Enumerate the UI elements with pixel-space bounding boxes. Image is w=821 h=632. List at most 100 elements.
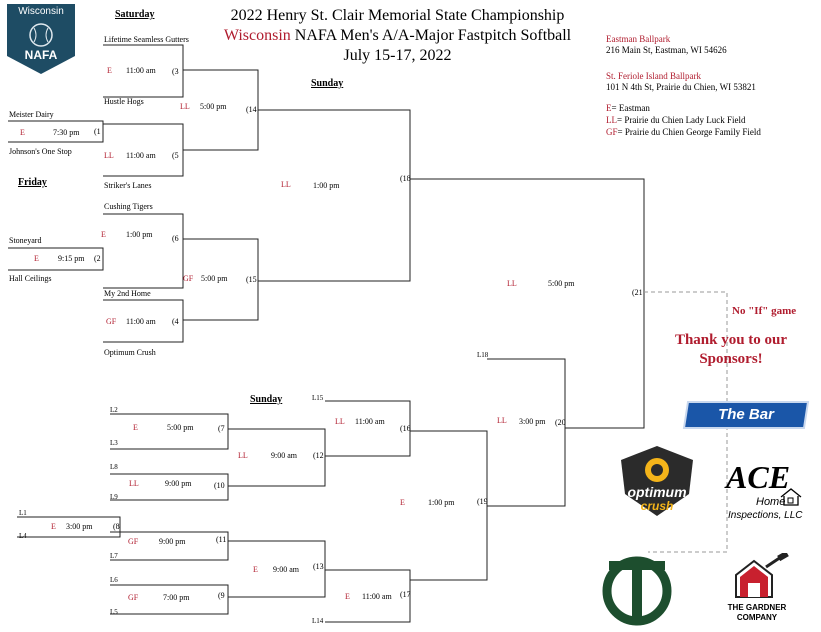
ace-text: ACE <box>726 459 791 495</box>
team-johnsons: Johnson's One Stop <box>9 147 72 156</box>
ace-home-text: Home <box>756 496 786 508</box>
nafa-shield-icon <box>7 4 75 74</box>
game-8-time: 3:00 pm <box>66 522 93 531</box>
the-bar-badge-icon <box>682 401 810 429</box>
day-sunday-top: Sunday <box>311 78 344 89</box>
team-strikers: Striker's Lanes <box>104 181 152 190</box>
game-3-field: E <box>107 66 112 75</box>
game-11-field: GF <box>128 537 139 546</box>
title-line-1: 2022 Henry St. Clair Memorial State Cham… <box>230 7 565 24</box>
game-9-time: 7:00 pm <box>163 593 190 602</box>
bracket-line-g4 <box>103 299 184 343</box>
game-9-number: (9 <box>218 591 225 600</box>
game-21-number: (21 <box>632 288 643 297</box>
game-19-number: (19 <box>477 497 488 506</box>
bracket-line-g6 <box>103 213 184 289</box>
game-16-number: (16 <box>400 424 411 433</box>
day-friday: Friday <box>18 177 47 188</box>
game-11-number: (11 <box>216 535 227 544</box>
loser-slot-l1: L1 <box>19 509 27 517</box>
bracket-line-g16 <box>325 400 411 457</box>
field-key-3-code: GF <box>606 127 618 137</box>
venue-1-address: 216 Main St, Eastman, WI 54626 <box>606 45 727 55</box>
loser-slot-l7: L7 <box>110 552 118 560</box>
sponsor-the-bar-logo: The Bar <box>682 400 810 430</box>
game-14-number: (14 <box>246 105 257 114</box>
game-10-number: (10 <box>214 481 225 490</box>
the-bar-text: The Bar <box>718 406 774 423</box>
bracket-line-g13 <box>228 540 326 598</box>
bracket-line-g2 <box>8 247 104 271</box>
game-14-field: LL <box>180 102 190 111</box>
game-15-time: 5:00 pm <box>201 274 228 283</box>
field-key-1: E= Eastman <box>606 103 650 114</box>
optimum-shield-icon <box>621 446 693 516</box>
game-5-time: 11:00 am <box>126 151 156 160</box>
game-12-time: 9:00 am <box>271 451 297 460</box>
bracket-line-g10 <box>110 473 229 501</box>
game-8-number: (8 <box>113 522 120 531</box>
loser-slot-l9: L9 <box>110 493 118 501</box>
team-hustle: Hustle Hogs <box>104 97 144 106</box>
field-key-2-code: LL <box>606 115 617 125</box>
game-15-number: (15 <box>246 275 257 284</box>
nafa-badge: Wisconsin NAFA <box>5 2 77 76</box>
game-11-time: 9:00 pm <box>159 537 186 546</box>
game-17-time: 11:00 am <box>362 592 392 601</box>
bracket-line-g5 <box>103 123 184 177</box>
loser-slot-l5: L5 <box>110 608 118 616</box>
gardner-text-1: THE GARDNER <box>727 603 787 612</box>
game-4-number: (4 <box>172 317 179 326</box>
venue-2-name: St. Feriole Island Ballpark <box>606 71 701 81</box>
game-9-field: GF <box>128 593 139 602</box>
game-13-number: (13 <box>313 562 324 571</box>
optimum-text-2: crush <box>640 499 674 513</box>
game-1-number: (1 <box>94 127 101 136</box>
title-league: NAFA Men's A/A-Major Fastpitch Softball <box>290 27 572 44</box>
game-13-time: 9:00 am <box>273 565 299 574</box>
game-7-time: 5:00 pm <box>167 423 194 432</box>
loser-slot-l15: L15 <box>312 394 324 402</box>
game-12-field: LL <box>238 451 248 460</box>
bracket-line-g1 <box>8 120 104 143</box>
sponsor-gardner-logo: THE GARDNER COMPANY <box>716 550 798 625</box>
bracket-line-g8 <box>17 516 121 538</box>
game-4-field: GF <box>106 317 117 326</box>
game-18-time: 1:00 pm <box>313 181 340 190</box>
game-21-field: LL <box>507 279 517 288</box>
game-3-number: (3 <box>172 67 179 76</box>
game-14-time: 5:00 pm <box>200 102 227 111</box>
bracket-line-g21 <box>410 178 645 429</box>
game-5-field: LL <box>104 151 114 160</box>
loser-slot-l14: L14 <box>312 617 324 625</box>
bracket-line-g17 <box>325 569 411 623</box>
game-6-number: (6 <box>172 234 179 243</box>
game-17-number: (17 <box>400 590 411 599</box>
no-if-game-note: No "If" game <box>732 305 797 317</box>
game-13-field: E <box>253 565 258 574</box>
game-8-field: E <box>51 522 56 531</box>
loser-slot-l8: L8 <box>110 463 118 471</box>
game-2-field: E <box>34 254 39 263</box>
game-21-time: 5:00 pm <box>548 279 575 288</box>
game-1-time: 7:30 pm <box>53 128 80 137</box>
sponsors-thanks: Thank you to our Sponsors! <box>674 332 788 367</box>
game-10-time: 9:00 pm <box>165 479 192 488</box>
bracket-line-g11 <box>110 531 229 561</box>
game-19-time: 1:00 pm <box>428 498 455 507</box>
house-icon <box>780 488 802 506</box>
team-lifetime: Lifetime Seamless Gutters <box>104 35 189 44</box>
game-7-field: E <box>133 423 138 432</box>
loser-slot-l4: L4 <box>19 532 27 540</box>
game-19-field: E <box>400 498 405 507</box>
gardner-text-2: COMPANY <box>736 613 778 622</box>
field-key-2-text: = Prairie du Chien Lady Luck Field <box>617 115 746 125</box>
team-optimum: Optimum Crush <box>104 348 156 357</box>
bracket-line-g3 <box>103 44 184 98</box>
loser-slot-l6: L6 <box>110 576 118 584</box>
title-line-2: Wisconsin NAFA Men's A/A-Major Fastpitch… <box>0 26 808 45</box>
game-5-number: (5 <box>172 151 179 160</box>
tc-emblem-icon <box>602 556 672 626</box>
field-key-1-code: E <box>606 103 612 113</box>
field-key-2: LL= Prairie du Chien Lady Luck Field <box>606 115 746 126</box>
